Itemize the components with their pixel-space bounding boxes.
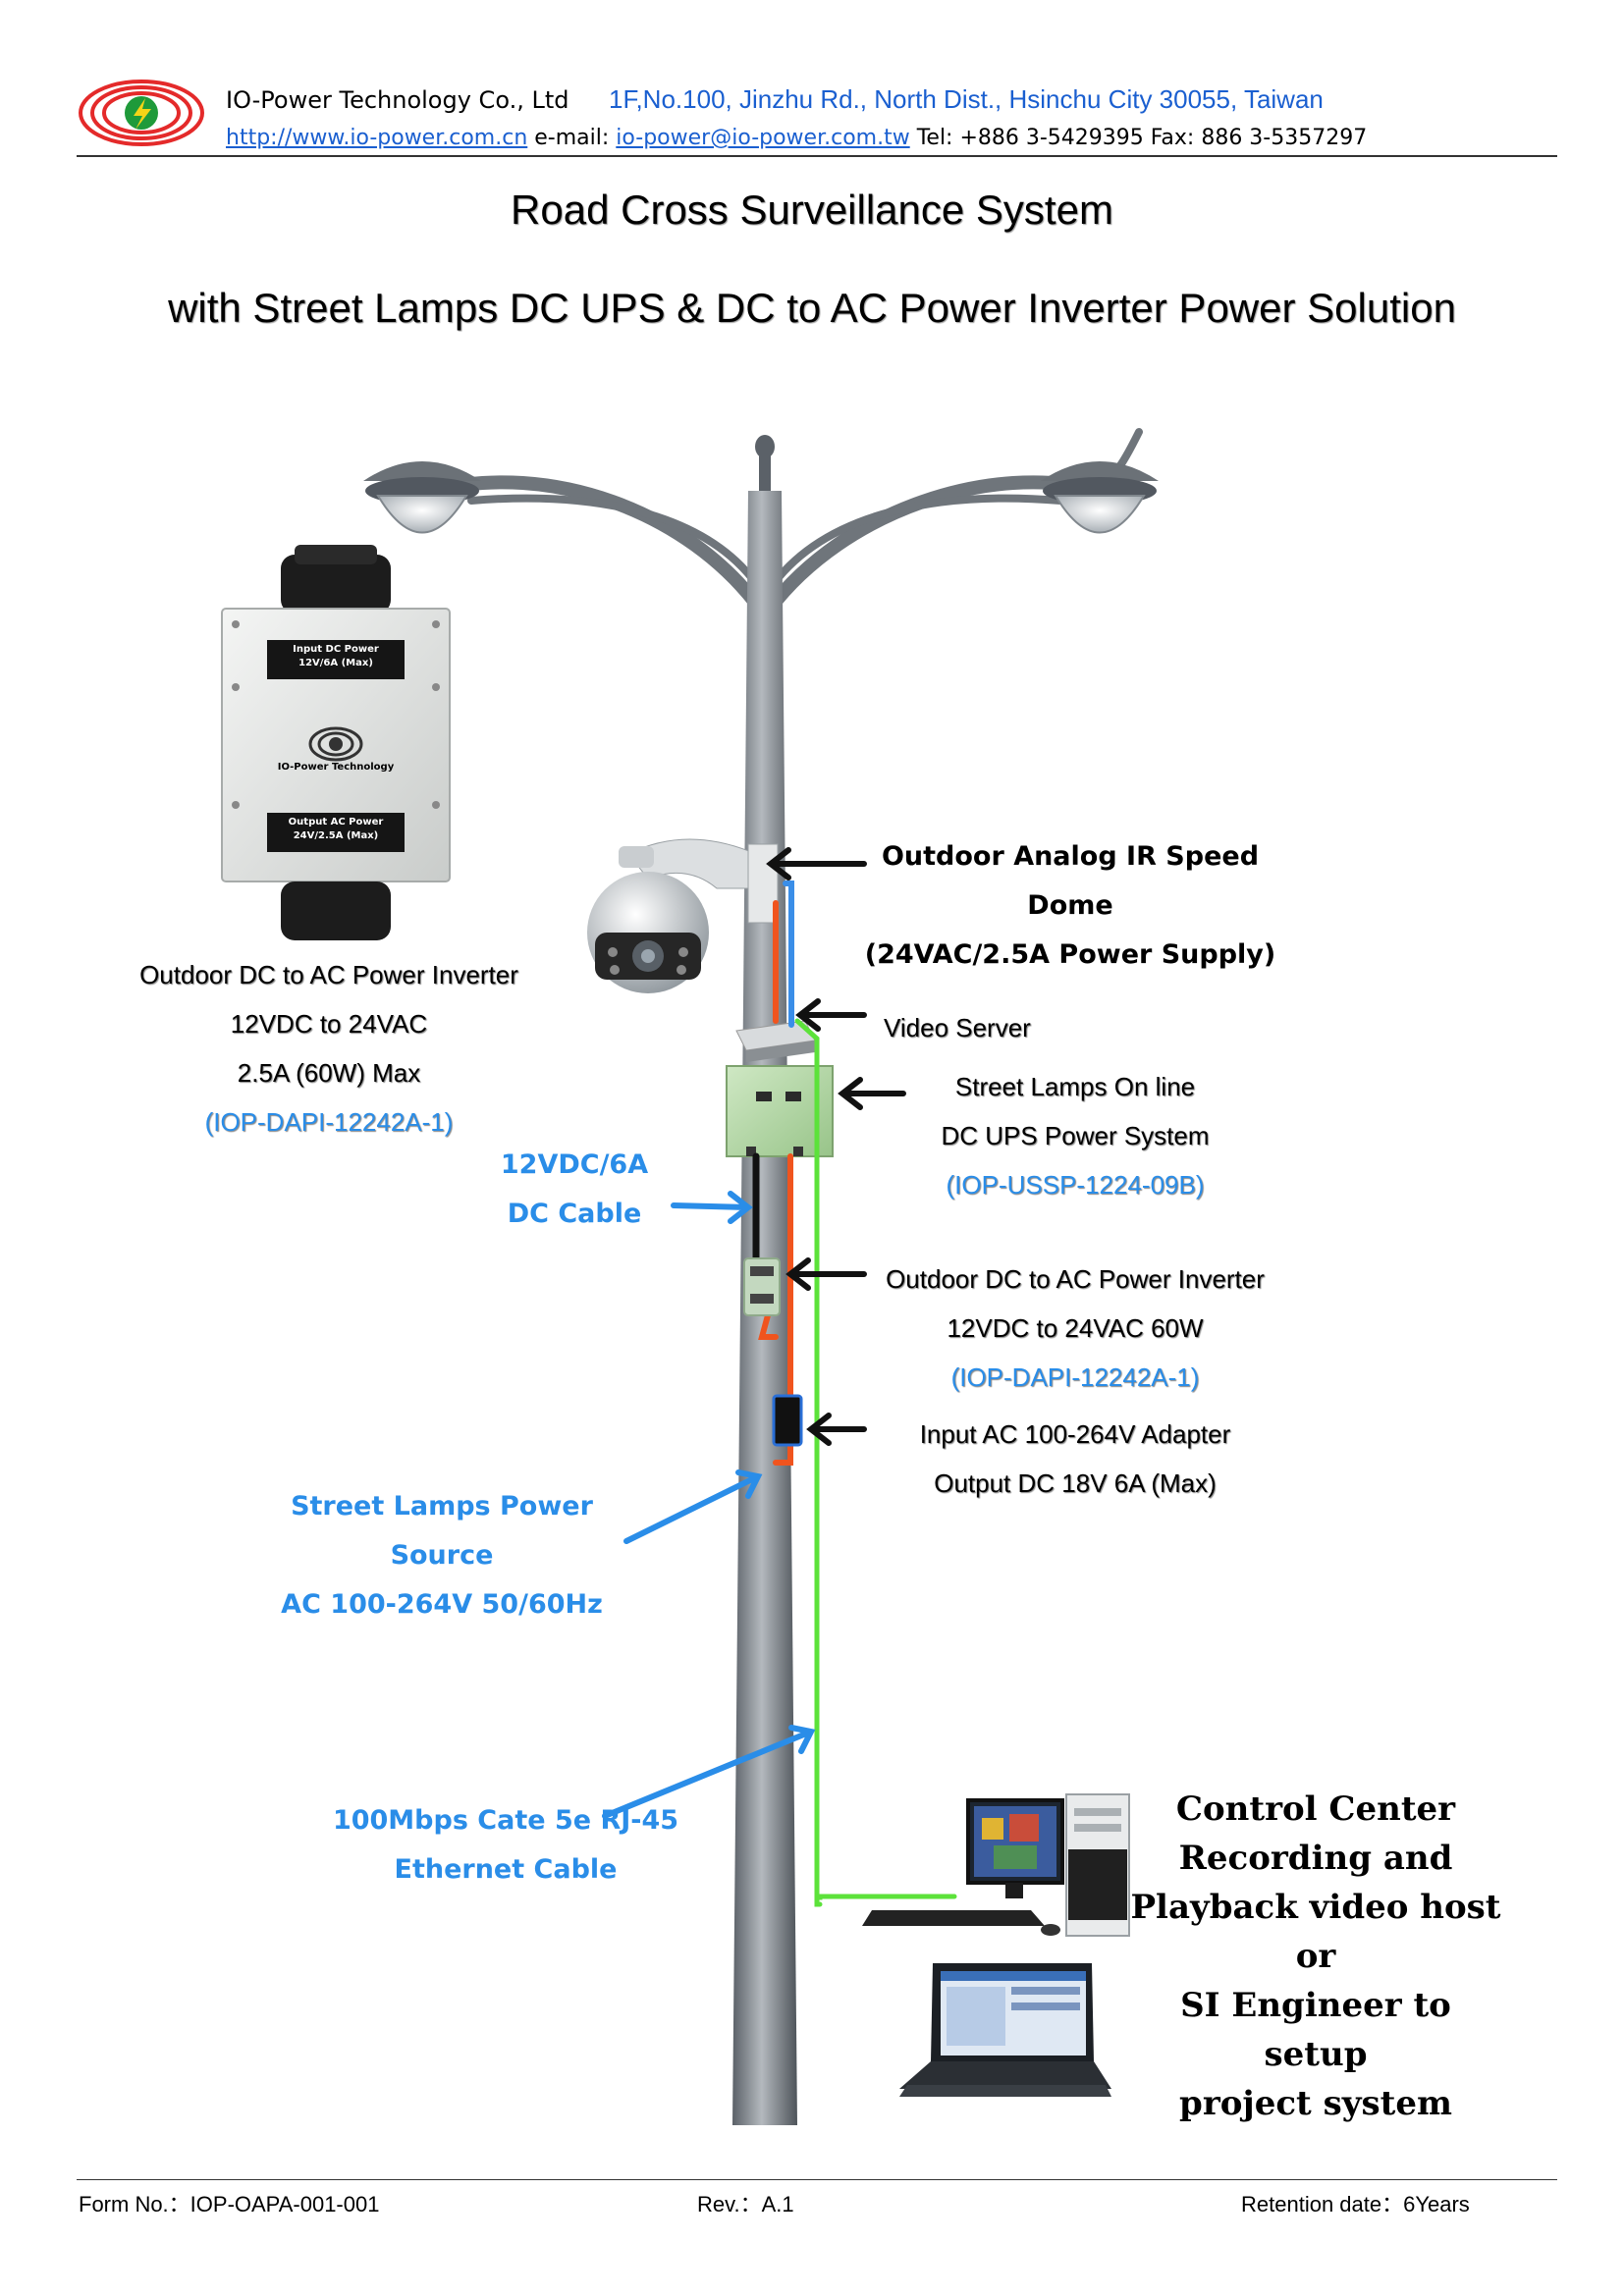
website-link[interactable]: http://www.io-power.com.cn <box>226 126 528 150</box>
device-output-line2: 24V/2.5A (Max) <box>293 830 379 841</box>
video-server-label: Video Server <box>884 1013 1031 1042</box>
retention-date: Retention date：6Years <box>1241 2192 1470 2216</box>
laptop <box>899 1963 1111 2097</box>
device-input-label: Input DC Power 12V/6A (Max) <box>267 643 405 670</box>
lamp-arms <box>425 428 1143 615</box>
ups-line1: Street Lamps On line <box>954 1072 1196 1101</box>
left-lamp-head <box>363 461 481 534</box>
power-source-line1: Street Lamps Power Source <box>291 1491 593 1571</box>
ethernet-line1: 100Mbps Cate 5e RJ-45 <box>332 1805 679 1836</box>
company-logo <box>79 80 204 146</box>
pointer-arrows <box>766 847 906 1446</box>
adapter-label: Input AC 100-264V Adapter Output DC 18V … <box>884 1410 1267 1508</box>
control-center-line4: or <box>1295 1937 1336 1976</box>
inverter-left-line1: Outdoor DC to AC Power Inverter <box>139 960 518 989</box>
control-center-line5: SI Engineer to setup <box>1180 1986 1451 2074</box>
pole-inverter <box>743 1257 781 1316</box>
inverter-right-line2: 12VDC to 24VAC 60W <box>947 1313 1204 1343</box>
inverter-left-line2: 12VDC to 24VAC <box>230 1009 428 1039</box>
speed-dome-line1: Outdoor Analog IR Speed Dome <box>881 841 1260 921</box>
power-source-line2: AC 100-264V 50/60Hz <box>281 1589 603 1620</box>
control-center-line2: Recording and <box>1178 1839 1453 1878</box>
diagram-illustration <box>221 428 1159 2125</box>
speed-dome-camera <box>587 838 779 993</box>
speed-dome-line2: (24VAC/2.5A Power Supply) <box>864 939 1276 970</box>
blue-arrows <box>602 1191 816 1819</box>
inverter-right-line1: Outdoor DC to AC Power Inverter <box>886 1264 1265 1294</box>
inverter-left-model: (IOP-DAPI-12242A-1) <box>204 1107 454 1137</box>
inverter-product-photo <box>221 545 451 940</box>
ethernet-label: 100Mbps Cate 5e RJ-45 Ethernet Cable <box>295 1796 717 1895</box>
right-lamp-head <box>1041 461 1159 534</box>
form-number: Form No.：IOP-OAPA-001-001 <box>79 2192 380 2216</box>
revision: Rev.：A.1 <box>697 2192 794 2216</box>
device-output-line1: Output AC Power <box>288 817 384 828</box>
control-center-line1: Control Center <box>1175 1789 1456 1829</box>
control-center-label: Control Center Recording and Playback vi… <box>1129 1785 1502 2128</box>
power-source-label: Street Lamps Power Source AC 100-264V 50… <box>236 1482 648 1629</box>
ups-model: (IOP-USSP-1224-09B) <box>946 1170 1205 1200</box>
control-center-line6: project system <box>1179 2084 1452 2123</box>
pole-finial <box>755 435 775 458</box>
email-link[interactable]: io-power@io-power.com.tw <box>616 126 910 150</box>
speed-dome-label: Outdoor Analog IR Speed Dome (24VAC/2.5A… <box>854 832 1286 980</box>
device-brand: IO-Power Technology <box>277 762 395 773</box>
company-address: 1F,No.100, Jinzhu Rd., North Dist., Hsin… <box>609 84 1324 114</box>
device-input-line1: Input DC Power <box>293 644 379 655</box>
ups-line2: DC UPS Power System <box>941 1121 1210 1150</box>
dc-cable-label: 12VDC/6A DC Cable <box>461 1141 687 1239</box>
inverter-right-model: (IOP-DAPI-12242A-1) <box>950 1362 1200 1392</box>
dc-cable-line2: DC Cable <box>507 1199 642 1229</box>
power-adapter <box>772 1394 803 1447</box>
inverter-right-label: Outdoor DC to AC Power Inverter 12VDC to… <box>864 1255 1286 1402</box>
device-input-line2: 12V/6A (Max) <box>298 658 373 668</box>
page-subtitle: with Street Lamps DC UPS & DC to AC Powe… <box>168 285 1456 331</box>
control-center-line3: Playback video host <box>1130 1888 1501 1927</box>
cables <box>752 881 957 1907</box>
page-title: Road Cross Surveillance System <box>511 187 1113 233</box>
adapter-line2: Output DC 18V 6A (Max) <box>934 1468 1217 1498</box>
phone-fax: Tel: +886 3-5429395 Fax: 886 3-5357297 <box>916 126 1368 150</box>
desktop-computer <box>862 1793 1130 1937</box>
footer-divider <box>77 2179 1557 2180</box>
device-output-label: Output AC Power 24V/2.5A (Max) <box>267 816 405 843</box>
contact-line: http://www.io-power.com.cn e-mail: io-po… <box>226 126 1367 150</box>
inverter-left-line3: 2.5A (60W) Max <box>237 1058 421 1088</box>
ethernet-line2: Ethernet Cable <box>394 1854 618 1885</box>
inverter-left-label: Outdoor DC to AC Power Inverter 12VDC to… <box>98 950 560 1147</box>
dc-cable-line1: 12VDC/6A <box>500 1149 649 1180</box>
adapter-line1: Input AC 100-264V Adapter <box>919 1419 1231 1449</box>
email-label: e-mail: <box>534 126 610 150</box>
ups-label: Street Lamps On line DC UPS Power System… <box>884 1062 1267 1209</box>
header-divider <box>77 155 1557 157</box>
company-name: IO-Power Technology Co., Ltd <box>226 86 569 114</box>
